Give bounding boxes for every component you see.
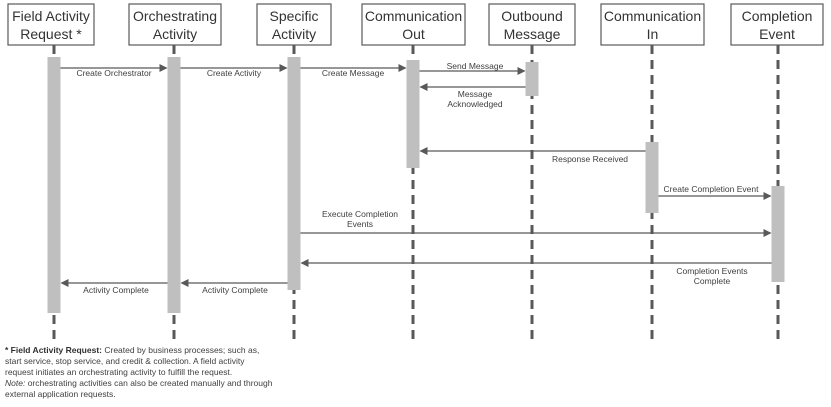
footnote-note-label: Note: [5,378,26,388]
activation-bar-cout [406,60,420,168]
participant-box [128,3,222,46]
message-label: Complete [694,276,731,286]
message-label: Execute Completion [322,209,398,219]
message-6: Create Completion Event [658,184,772,200]
message-label: Completion Events [676,266,747,276]
message-9: Activity Complete [180,279,288,295]
message-3: Send Message [419,61,526,75]
message-label: Create Orchestrator [76,68,151,78]
footnote-note-body: orchestrating activities can also be cre… [5,378,273,399]
participant-box [488,3,576,46]
participant-label: Event [759,26,795,42]
participant-label: Request * [20,26,82,42]
message-label: Response Received [552,154,628,164]
activation-bar-cin [645,142,659,213]
message-label: Send Message [447,61,504,71]
participant-label: Communication [365,8,462,24]
message-label: Create Message [322,68,385,78]
message-10: Activity Complete [60,279,168,295]
participant-label: Communication [604,8,701,24]
participant-box [256,3,332,46]
message-2: Create Message [300,64,407,78]
message-5: Response Received [419,147,646,164]
activation-bar-outmsg [525,62,539,96]
participant-label: Outbound [501,8,563,24]
participant-label: Activity [153,26,197,42]
message-label: Activity Complete [202,285,268,295]
message-label: Create Completion Event [664,184,760,194]
footnote: * Field Activity Request: Created by bus… [5,345,275,400]
participant-box [600,3,705,46]
participant-label: Field Activity [12,8,90,24]
participant-label: In [647,26,659,42]
participant-box [730,3,824,46]
activation-bar-far [47,57,61,313]
message-label: Acknowledged [447,99,503,109]
activation-bar-spec [287,57,301,290]
participant-label: Activity [272,26,316,42]
footnote-body: Created by business processes; such as, … [5,345,260,377]
participant-label: Out [402,26,425,42]
message-0: Create Orchestrator [60,64,168,78]
participant-label: Specific [269,8,318,24]
activation-bar-orch [167,57,181,313]
participant-label: Completion [742,8,813,24]
participant-box [361,3,466,46]
participant-label: Orchestrating [133,8,217,24]
message-label: Events [347,219,373,229]
participant-label: Message [504,26,561,42]
participant-box [7,3,95,46]
message-label: Message [458,89,493,99]
message-1: Create Activity [180,64,288,78]
message-label: Create Activity [207,68,262,78]
footnote-title: * Field Activity Request: [5,345,102,355]
activation-bar-compev [771,186,785,282]
message-label: Activity Complete [83,285,149,295]
